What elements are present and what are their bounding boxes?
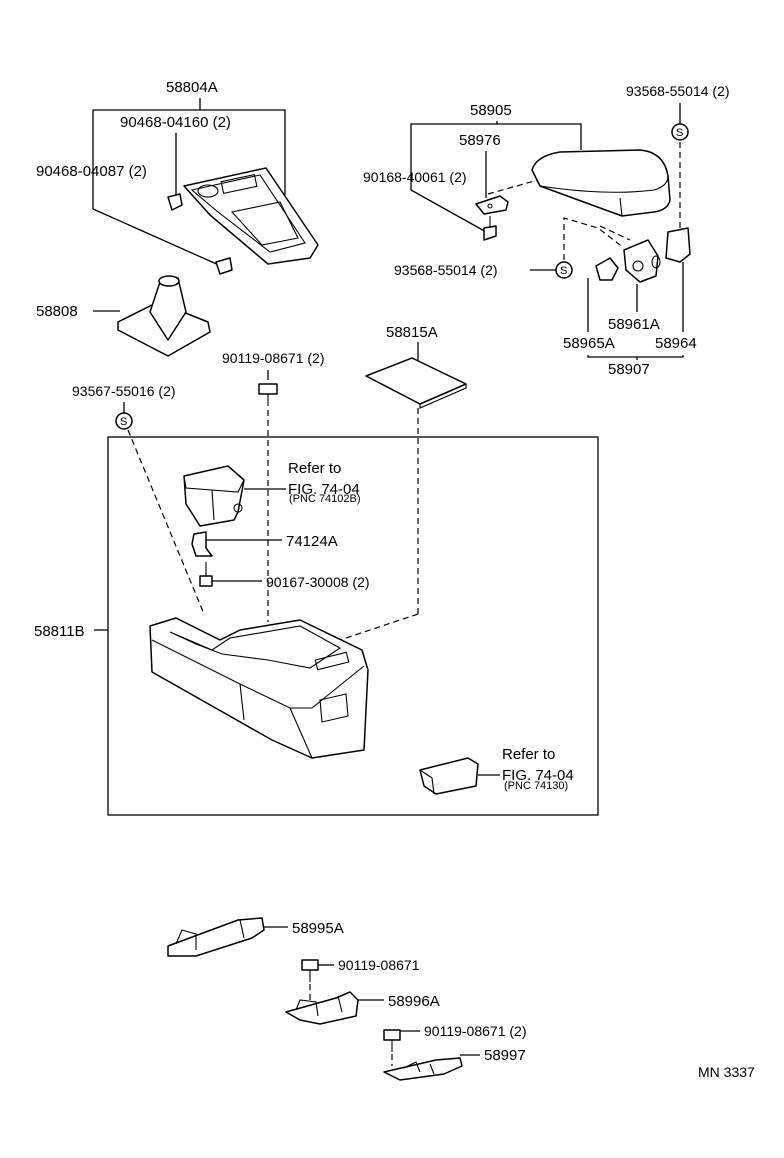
ref1-refer: Refer to [288,460,341,477]
dash-58815A-b [339,613,419,641]
mat-group: 58815A [339,324,467,641]
svg-text:S: S [120,416,127,428]
leader-58804A [92,109,286,209]
armrest-group: 58905 58976 90168-40061 (2) 93568-55014 … [363,83,730,378]
console-assembly-box [107,436,599,816]
callout-58804A: 58804A [166,79,218,96]
leader-58905 [410,123,582,190]
box-part-74102B [183,465,245,527]
diagram-code: MN 3337 [698,1064,755,1080]
ref2-pnc: (PNC 74130) [504,780,568,792]
s-mark-top: S [671,123,689,141]
callout-90167-30008: 90167-30008 (2) [266,574,370,590]
shift-boot-part [117,275,211,357]
screw-90167-30008 [199,562,213,587]
callout-58811B: 58811B [34,623,85,640]
callout-93567-55016: 93567-55016 (2) [72,383,176,399]
svg-text:S: S [676,127,683,139]
bracket-group-58995A: 58995A [167,917,344,957]
screw-90168-40061 [483,216,497,241]
callout-93568-55014-mid: 93568-55014 (2) [394,262,498,278]
callout-58961A: 58961A [608,316,660,333]
callout-58964: 58964 [655,335,697,352]
screw-90119-08671-c [383,1029,401,1052]
callout-74124A: 74124A [286,533,338,550]
callout-58976: 58976 [459,132,501,149]
reference-1: Refer to FIG. 74-04 (PNC 74102B) [244,460,361,505]
callout-90468-04160: 90468-04160 (2) [120,114,231,131]
ref2-refer: Refer to [502,746,555,763]
lid-part-74130 [419,757,479,795]
svg-text:S: S [560,265,567,277]
bracket-part-58995A [167,917,265,957]
clip-58965A [595,257,619,281]
leader-90168-40061 [410,189,489,234]
callout-90168-40061: 90168-40061 (2) [363,169,467,185]
callout-90119-08671-a: 90119-08671 (2) [222,350,324,366]
leader-58907-bracket [587,355,684,358]
bracket-group-58996A: 58996A [285,991,440,1025]
s-mark-mid: S [555,261,573,279]
screw-90119-08671-b [301,959,319,982]
callout-58907: 58907 [608,361,650,378]
callout-58808: 58808 [36,303,78,320]
callout-93568-55014-top: 93568-55014 (2) [626,83,730,99]
screw-group-90119-b: 90119-08671 [301,957,420,1000]
mat-part-58815A [365,357,467,409]
ref1-pnc: (PNC 74102B) [289,493,361,505]
screw-group-90119-a: 90119-08671 (2) [222,350,324,622]
bracket-group-58997: 58997 [383,1047,526,1081]
clip-90468-04160 [167,193,183,211]
shift-bezel-group: 58804A 90468-04160 (2) 90468-04087 (2) [36,79,319,275]
screw-90119-08671-a [258,383,278,406]
reference-2: Refer to FIG. 74-04 (PNC 74130) [478,746,574,792]
hinge-plate-58976 [475,195,509,215]
callout-58905: 58905 [470,102,512,119]
callout-58996A: 58996A [388,993,440,1010]
callout-58995A: 58995A [292,920,344,937]
callout-90119-08671-c: 90119-08671 (2) [424,1023,526,1039]
clip-90468-04087 [215,257,233,275]
leader-90468-04087 [92,208,222,267]
dash-93568-mid [563,217,625,260]
bracket-58964 [665,227,691,263]
callout-58815A: 58815A [386,324,438,341]
shift-boot-group: 58808 [36,275,211,357]
bracket-part-58997 [383,1057,463,1081]
callout-90119-08671-b: 90119-08671 [338,957,420,973]
dash-58976 [487,179,539,195]
ref2-fig: FIG. 74-04 [502,767,574,784]
callout-90468-04087: 90468-04087 (2) [36,163,147,180]
console-body-58811B [149,617,369,759]
s-mark-group-93567: 93567-55016 (2) S [72,383,205,615]
callout-58997: 58997 [484,1047,526,1064]
dash-93567 [127,429,205,615]
shift-bezel-part [183,167,319,265]
ref1-fig: FIG. 74-04 [288,481,360,498]
bracket-74124A [191,531,213,557]
s-mark-93567: S [115,412,133,430]
dash-hinge [599,225,631,241]
hinge-bracket-58961A [623,239,661,283]
armrest-lid-part [531,149,671,217]
screw-group-90119-c: 90119-08671 (2) [383,1023,526,1066]
callout-58965A: 58965A [563,335,615,352]
